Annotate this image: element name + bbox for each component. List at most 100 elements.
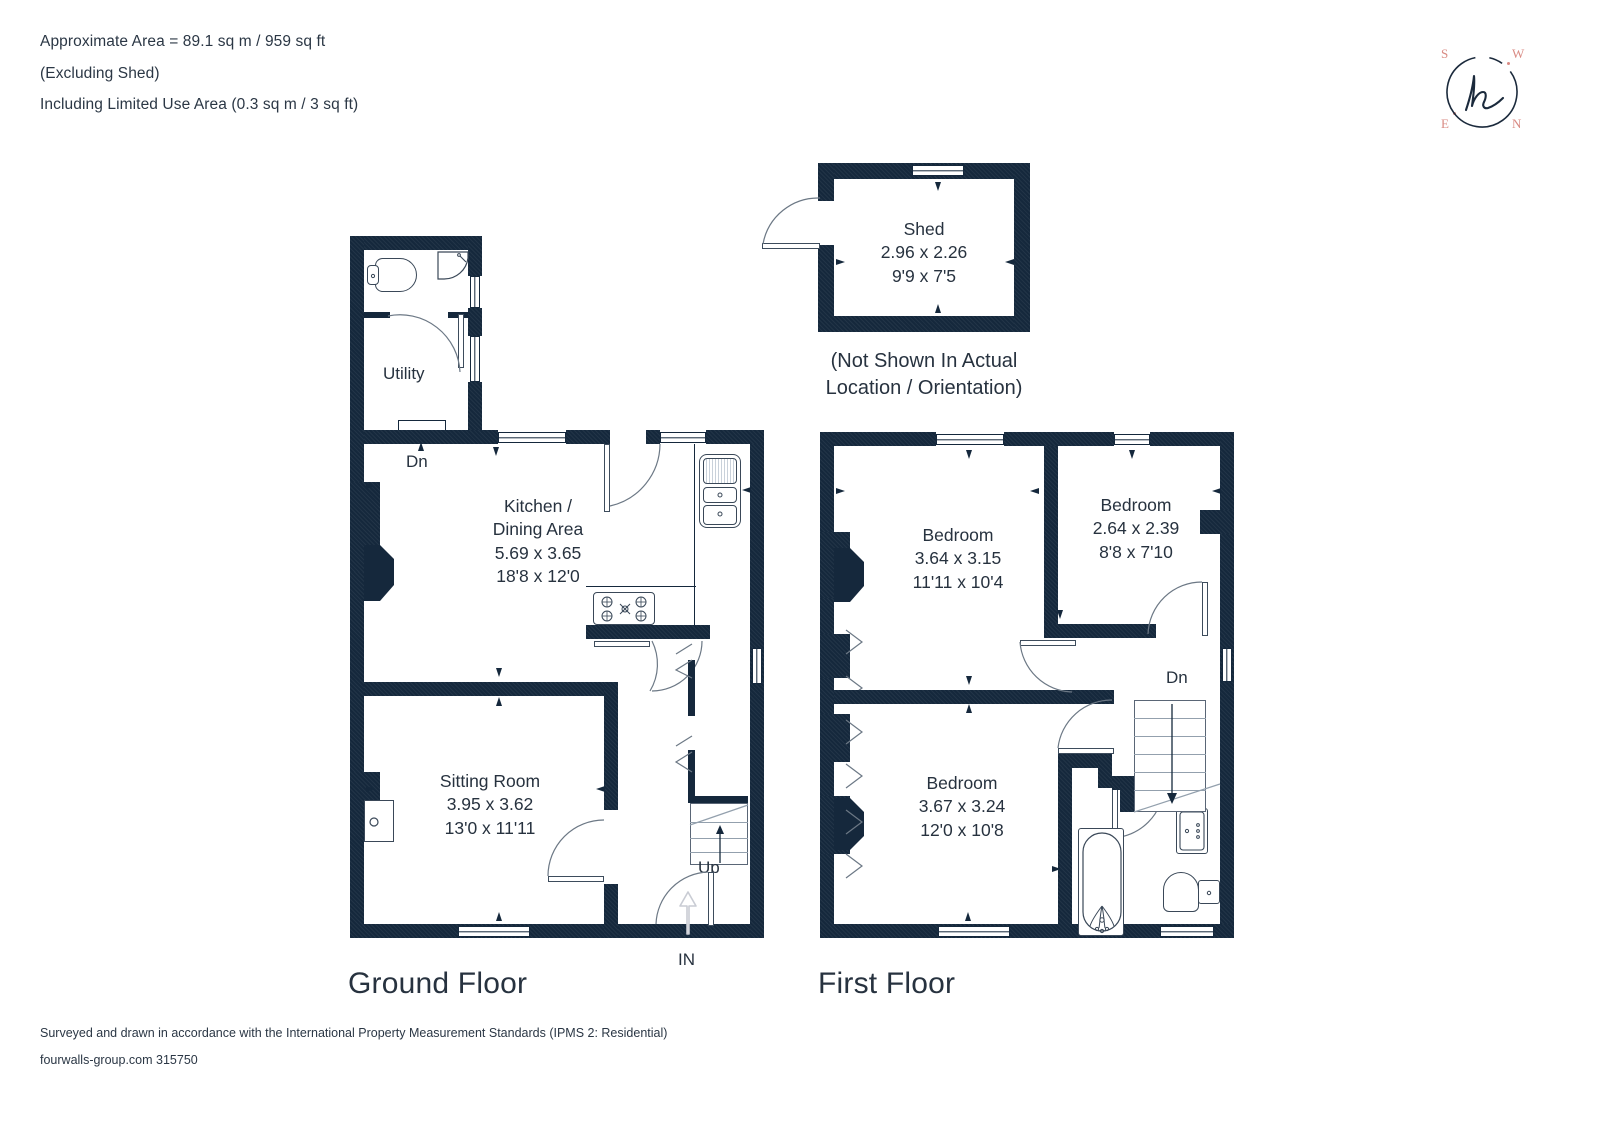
- first-floor-title: First Floor: [818, 967, 956, 1000]
- gf-utility-wall-right-upper: [468, 236, 482, 276]
- ff-bed3-door-swing: [1057, 699, 1113, 749]
- ff-stair-tread-2: [1134, 736, 1206, 738]
- shed-dims-m: 2.96 x 2.26: [880, 242, 968, 263]
- gf-dn-label: Dn: [406, 452, 428, 471]
- gf-chimney-notch-left: [364, 545, 394, 601]
- gf-wall-top-c: [646, 430, 660, 444]
- ff-bedroom3-dims-ft: 12'0 x 10'8: [920, 819, 1004, 840]
- ff-dn-label: Dn: [1166, 668, 1188, 687]
- gf-utility-tick-bottom: [418, 442, 424, 451]
- gf-hall-spine-wall-lower: [688, 750, 695, 796]
- ff-wall-right-c: [1220, 534, 1234, 636]
- shed-tick-right: [1005, 259, 1014, 265]
- shed-door-swing: [762, 197, 821, 245]
- gf-sitting-tick-left: [366, 786, 375, 792]
- ff-bed2-door-leaf: [1202, 582, 1208, 636]
- ff-tick-bed3-top: [966, 704, 972, 713]
- ff-stair-tread-4: [1134, 772, 1206, 774]
- ff-bedroom2-dims-m: 2.64 x 2.39: [1092, 518, 1180, 539]
- ff-bedroom1-name: Bedroom: [922, 525, 994, 545]
- gf-wall-top-b: [566, 430, 610, 444]
- ff-bed1-door-swing: [1019, 641, 1073, 693]
- ff-wall-top-c: [1150, 432, 1234, 446]
- gf-sitting-tick-top-2: [496, 697, 502, 706]
- ff-bedroom3-label: Bedroom 3.67 x 3.24 12'0 x 10'8: [898, 772, 1026, 842]
- compass-north-label: N: [1512, 116, 1522, 131]
- ff-wall-top-a: [820, 432, 936, 446]
- gf-hall-door-swing-top: [649, 640, 703, 692]
- ff-tick-bottom-left: [965, 912, 971, 921]
- ff-chimney-notch-upper: [834, 548, 864, 602]
- ff-bed3-door-leaf: [1058, 748, 1114, 754]
- ff-stair-tread-1: [1134, 718, 1206, 720]
- ff-window-bottom-left: [938, 926, 1010, 937]
- ff-wall-left-f: [820, 714, 850, 762]
- gf-kitchen-window-top-right: [660, 432, 706, 443]
- shed-wall-right: [1014, 163, 1030, 332]
- compass-dot-west: [1507, 62, 1510, 65]
- ff-bedroom1-dims-m: 3.64 x 3.15: [914, 548, 1002, 569]
- ff-chimney-notch-lower: [834, 798, 864, 850]
- gf-kitchen-tick-top: [493, 447, 499, 456]
- ff-wall-right-a: [1220, 432, 1234, 510]
- ff-stair-tread-3: [1134, 754, 1206, 756]
- gf-entrance-door-swing: [655, 871, 709, 925]
- gf-kitchen-dims-m: 5.69 x 3.65: [494, 542, 582, 563]
- shed-note-line1: (Not Shown In Actual: [830, 350, 1018, 372]
- gf-hall-wall-kitchen-bottom: [586, 625, 710, 639]
- gf-stair-winder-line: [689, 804, 749, 863]
- gf-wall-right-lower: [750, 650, 764, 938]
- ff-tick-left-bed1: [836, 488, 845, 494]
- gf-kitchen-window-top-left: [498, 432, 566, 443]
- gf-hall-spine-wall-upper: [688, 660, 695, 716]
- ff-left-wall-door-swings: [845, 629, 863, 879]
- ff-wall-left-c: [820, 598, 834, 634]
- gf-wall-right-upper: [750, 430, 764, 650]
- gf-kitchen-unit-edge-bottom: [586, 586, 696, 588]
- gf-sitting-window-bottom: [458, 926, 530, 937]
- ff-wall-left-a: [820, 432, 834, 532]
- gf-kitchen-sink-bowl-1: [703, 487, 737, 503]
- gf-entrance-arrow-icon: [679, 891, 697, 935]
- gf-utility-door-swing: [387, 314, 461, 373]
- ff-bath-tub-inner: [1082, 832, 1122, 934]
- ff-wall-bed2-bottom: [1044, 624, 1156, 638]
- ff-bedroom1-dims-ft: 11'11 x 10'4: [912, 571, 1004, 592]
- ff-tick-bed2-door: [1057, 610, 1063, 619]
- gf-wc-toilet-dot: [370, 273, 376, 279]
- ff-tick-left-bed3: [1052, 866, 1061, 872]
- shed-wall-bottom: [818, 316, 1030, 332]
- ff-bath-toilet-cistern: [1198, 880, 1220, 904]
- ff-bedroom3-dims-m: 3.67 x 3.24: [918, 796, 1006, 817]
- gf-hall-door-leaf-top: [594, 641, 650, 647]
- gf-utility-wall-right-mid: [468, 308, 482, 336]
- gf-wc-toilet-pan: [375, 258, 417, 292]
- ff-tick-top-right: [1129, 450, 1135, 459]
- gf-kitchen-dims-ft: 18'8 x 12'0: [496, 565, 580, 586]
- ff-tick-top-left: [966, 450, 972, 459]
- gf-kitchen-tick-left: [366, 483, 375, 489]
- shed-label: Shed 2.96 x 2.26 9'9 x 7'5: [826, 218, 1022, 288]
- ff-wall-left-d: [820, 634, 850, 678]
- ff-wall-bed1-bottom: [834, 690, 974, 704]
- gf-sitting-wall-right-lower: [604, 884, 618, 938]
- ff-stair-wall-corner: [1120, 776, 1134, 812]
- gf-kitchen-unit-edge-right: [694, 444, 696, 628]
- gf-stair-wall-top: [688, 796, 748, 803]
- footer-source-line: fourwalls-group.com 315750: [40, 1052, 198, 1067]
- ff-wall-landing-top: [974, 690, 1114, 704]
- shed-window-top: [912, 165, 964, 176]
- shed-note: (Not Shown In Actual Location / Orientat…: [794, 348, 1054, 402]
- ff-wall-top-b: [1004, 432, 1114, 446]
- gf-utility-wall-right-lower: [468, 382, 482, 444]
- area-summary: Approximate Area = 89.1 sq m / 959 sq ft…: [40, 34, 740, 129]
- ff-bath-wall-left: [1058, 754, 1072, 938]
- gf-kitchen-name-1: Kitchen /: [503, 496, 573, 516]
- gf-utility-label: Utility: [383, 364, 425, 383]
- gf-kitchen-sink-drainer: [703, 458, 737, 484]
- gf-wc-divider: [364, 312, 390, 318]
- gf-sitting-tick-right: [596, 786, 605, 792]
- gf-sitting-fireplace: [364, 800, 394, 842]
- ff-bedroom3-name: Bedroom: [926, 773, 998, 793]
- gf-kitchen-door-leaf: [604, 444, 610, 512]
